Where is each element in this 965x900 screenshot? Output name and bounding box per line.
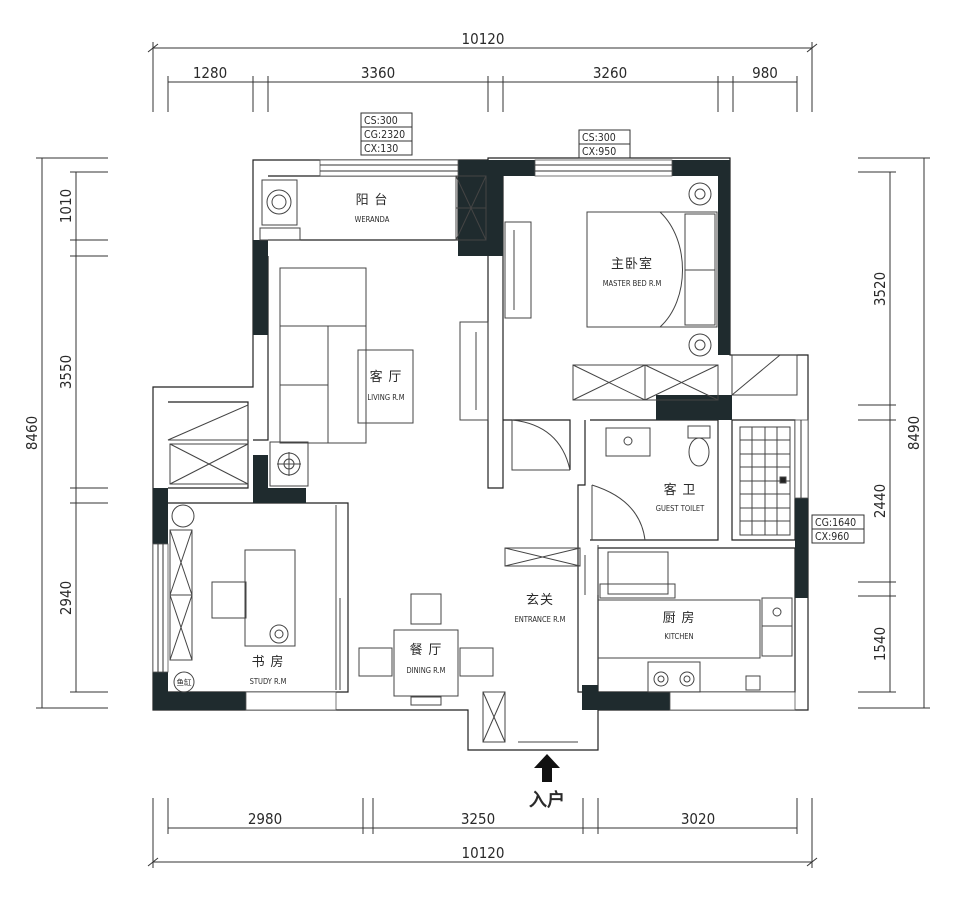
dim-top-seg-2: 3360 xyxy=(361,64,395,82)
dimension-lines xyxy=(36,42,930,868)
dim-top-total: 10120 xyxy=(462,30,505,48)
dim-top-seg-4: 980 xyxy=(752,64,778,82)
note-kitchen-cg: CG:1640 xyxy=(815,517,856,529)
sink-icon xyxy=(605,427,651,457)
dim-left-seg-1: 1010 xyxy=(57,189,75,223)
dim-top-seg-3: 3260 xyxy=(593,64,627,82)
room-balcony-en: WERANDA xyxy=(355,215,390,224)
dim-bottom-seg-3: 3020 xyxy=(681,810,715,828)
plant-icon xyxy=(269,441,309,487)
dim-bottom-seg-1: 2980 xyxy=(248,810,282,828)
room-master-en: MASTER BED R.M xyxy=(603,279,662,288)
room-dining-en: DINING R.M xyxy=(406,666,445,675)
note-balcony-cs: CS:300 xyxy=(364,115,398,127)
dim-left-seg-3: 2940 xyxy=(57,581,75,615)
note-balcony-cg: CG:2320 xyxy=(364,129,405,141)
room-study-cn: 书 房 xyxy=(252,654,285,670)
room-entrance-en: ENTRANCE R.M xyxy=(515,615,566,624)
dim-right-seg-1: 3520 xyxy=(871,272,889,306)
washer-icon xyxy=(261,179,298,226)
fish-tank-label: 鱼缸 xyxy=(177,677,192,687)
room-living-cn: 客 厅 xyxy=(370,369,403,385)
dim-top-seg-1: 1280 xyxy=(193,64,227,82)
shower-area xyxy=(739,426,791,536)
dim-right-seg-2: 2440 xyxy=(871,484,889,518)
dim-right-total: 8490 xyxy=(905,416,923,450)
room-study-en: STUDY R.M xyxy=(250,677,287,686)
room-kitchen-en: KITCHEN xyxy=(664,632,693,641)
windows xyxy=(152,159,809,711)
room-dining-cn: 餐 厅 xyxy=(410,642,443,658)
room-master-cn: 主卧室 xyxy=(611,256,653,272)
dim-bottom-seg-2: 3250 xyxy=(461,810,495,828)
entry-arrow-icon xyxy=(534,754,560,782)
room-entrance-cn: 玄关 xyxy=(526,593,554,608)
room-toilet-cn: 客 卫 xyxy=(664,482,697,498)
note-kitchen-cx: CX:960 xyxy=(815,531,849,543)
note-balcony-cx: CX:130 xyxy=(364,143,398,155)
entry-label: 入户 xyxy=(529,789,565,811)
room-balcony-cn: 阳 台 xyxy=(356,193,389,208)
note-master-cx: CX:950 xyxy=(582,146,616,158)
stove-icon xyxy=(647,661,701,693)
room-living-en: LIVING R.M xyxy=(367,393,404,402)
room-toilet-en: GUEST TOILET xyxy=(656,504,705,513)
note-master-cs: CS:300 xyxy=(582,132,616,144)
dim-right-seg-3: 1540 xyxy=(871,627,889,661)
dim-left-seg-2: 3550 xyxy=(57,355,75,389)
room-labels: 阳 台 WERANDA 客 厅 LIVING R.M 主卧室 MASTER BE… xyxy=(177,193,706,687)
window-notes: CS:300 CG:2320 CX:130 CS:300 CX:950 CG:1… xyxy=(360,112,865,544)
dim-bottom-total: 10120 xyxy=(462,844,505,862)
dim-left-total: 8460 xyxy=(23,416,41,450)
toilet-icon xyxy=(687,425,711,439)
room-kitchen-cn: 厨 房 xyxy=(663,610,696,626)
furniture xyxy=(167,175,798,743)
